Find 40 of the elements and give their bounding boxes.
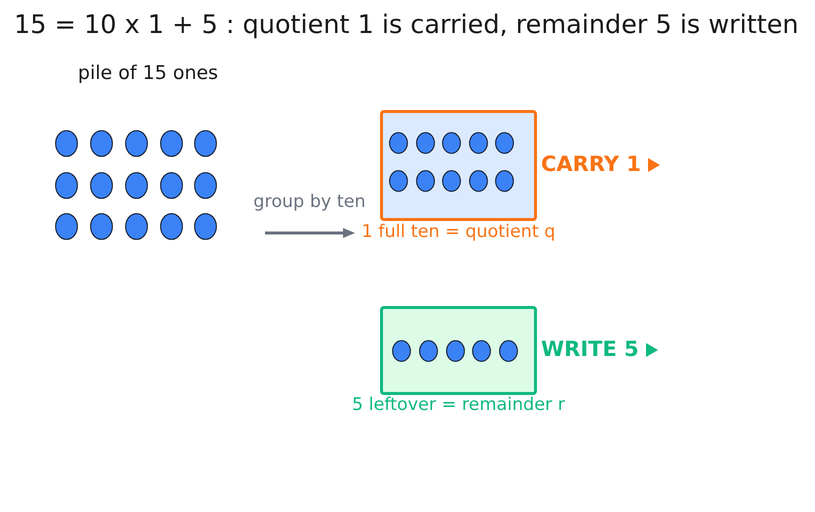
dot-icon bbox=[416, 132, 434, 154]
dot-icon bbox=[54, 172, 78, 198]
dot-icon bbox=[442, 170, 460, 192]
dot-icon bbox=[494, 132, 514, 154]
dot-icon bbox=[54, 212, 78, 240]
dot-icon bbox=[472, 340, 490, 362]
action-label: WRITE 5 bbox=[541, 336, 639, 362]
dot-icon bbox=[388, 170, 408, 192]
dot-icon bbox=[124, 130, 148, 156]
dot-icon bbox=[124, 212, 148, 240]
dot-icon bbox=[468, 132, 488, 154]
dot-icon bbox=[494, 170, 514, 192]
pile-label: pile of 15 ones bbox=[78, 62, 218, 86]
box-caption: 5 leftover = remainder r bbox=[352, 395, 565, 416]
dot-icon bbox=[54, 130, 78, 156]
dot-icon bbox=[160, 172, 182, 198]
dot-icon bbox=[442, 132, 460, 154]
dot-icon bbox=[446, 340, 464, 362]
edge-label: group by ten bbox=[253, 192, 366, 214]
arrow bbox=[265, 228, 355, 238]
dot-icon bbox=[498, 340, 518, 362]
action-label: CARRY 1 bbox=[541, 152, 641, 178]
ones-box bbox=[380, 306, 537, 395]
dot-icon bbox=[468, 170, 488, 192]
dot-icon bbox=[194, 172, 216, 198]
dot-icon bbox=[160, 212, 182, 240]
dot-icon bbox=[194, 212, 216, 240]
dot-icon bbox=[160, 130, 182, 156]
dot-icon bbox=[416, 170, 434, 192]
dot-icon bbox=[124, 172, 148, 198]
dot-icon bbox=[194, 130, 216, 156]
dot-icon bbox=[90, 130, 112, 156]
dot-icon bbox=[418, 340, 438, 362]
box-caption: 1 full ten = quotient q bbox=[362, 222, 556, 244]
title: 15 = 10 x 1 + 5 : quotient 1 is carried, remainder 5 is written bbox=[14, 10, 799, 41]
tens-box bbox=[380, 110, 537, 221]
dot-icon bbox=[90, 212, 112, 240]
dot-icon bbox=[388, 132, 408, 154]
dot-icon bbox=[90, 172, 112, 198]
dot-icon bbox=[392, 340, 410, 362]
